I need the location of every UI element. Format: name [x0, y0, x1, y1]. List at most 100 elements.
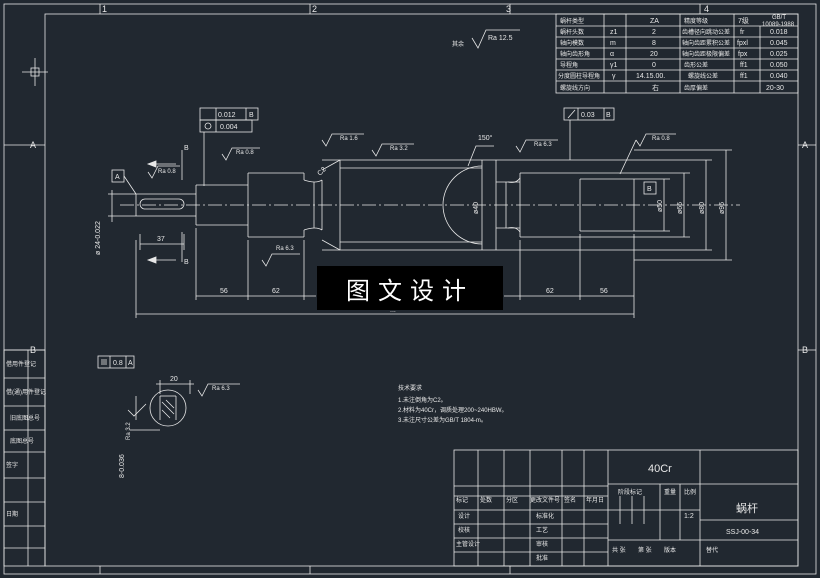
keyway-ra-32: Ra 3.2	[126, 422, 132, 440]
pt-r4c2: 0	[652, 62, 656, 69]
pt-r0c2: 精度等级	[684, 17, 708, 25]
tb-replace: 替代	[706, 546, 718, 554]
pt-r1c4: fr	[740, 29, 745, 36]
pt-r2c4: fpxl	[737, 40, 748, 47]
tb-row-design: 设计	[458, 512, 470, 520]
tb-row-check: 校核	[458, 526, 470, 534]
tech-notes: 技术要求 1.未注倒角为C2。 2.材料为40Cr，调质处理200~240HBW…	[398, 384, 508, 424]
worm-shaft	[135, 159, 635, 251]
tb-sheet-total: 共 张	[612, 546, 626, 554]
ra-08-c: Ra 0.8	[652, 136, 670, 142]
gtol-right: 0.03 B	[563, 107, 615, 160]
pt-r3c3: 轴向齿距极限偏差	[682, 50, 730, 58]
zone-2: 2	[312, 4, 317, 14]
tb-mid-approve: 批准	[536, 554, 548, 562]
tb-mid-std: 标准化	[536, 512, 554, 520]
dim-37: 37	[157, 236, 165, 243]
outer-border	[3, 3, 817, 575]
gtol-runout-datum: B	[249, 112, 254, 119]
dim-62-left: 62	[272, 288, 280, 295]
ra-63-b: Ra 6.3	[534, 142, 552, 148]
title-part-name: 蜗杆	[736, 501, 758, 515]
pt-r4c5: 0.050	[770, 62, 788, 69]
pt-r1c0: 蜗杆头数	[560, 28, 584, 36]
dia-66-label: ø66	[677, 202, 684, 214]
pt-r5c5: 0.040	[770, 73, 788, 80]
pt-r5c4: ff1	[740, 73, 748, 80]
pt-r2c0: 轴向模数	[560, 39, 584, 47]
crosshair-marker	[22, 58, 48, 86]
inner-border	[44, 13, 799, 567]
tb-ratio: 比例	[684, 488, 696, 496]
stamp-row-3: 底图总号	[10, 437, 34, 445]
dia-96-label: ø96	[719, 202, 726, 214]
tb-h-4: 签名	[564, 496, 576, 504]
pt-r2c5: 0.045	[770, 40, 788, 47]
stamp-row-4: 签字	[6, 461, 18, 469]
pt-r3c1: α	[610, 51, 614, 58]
ra-63-a: Ra 6.3	[276, 246, 294, 252]
section-arrows: B B	[146, 145, 189, 266]
pt-r1c5: 0.018	[770, 29, 788, 36]
watermark-text: 图文设计	[346, 276, 474, 305]
default-roughness: 其余 Ra 12.5	[452, 29, 520, 49]
keyway-dim-8: 8-0.036	[119, 454, 126, 478]
pt-r2c1: m	[610, 40, 616, 47]
keyway-ra-63: Ra 6.3	[212, 386, 230, 392]
pt-r6c5: 20-30	[766, 85, 784, 92]
tb-h-5: 年月日	[586, 496, 604, 504]
keyway-dim-20: 20	[170, 376, 178, 383]
note-2: 2.材料为40Cr，调质处理200~240HBW。	[398, 406, 508, 414]
pt-r5c1: γ	[612, 73, 616, 80]
angle-150-label: 150°	[478, 134, 493, 142]
pt-r0c1: ZA	[650, 18, 659, 25]
dia-80-label: ø80	[699, 202, 706, 214]
zone-4: 4	[704, 4, 709, 14]
datum-b-right: B	[643, 181, 657, 195]
gtol-runout2-value: 0.03	[581, 112, 595, 119]
stamp-row-5: 日期	[6, 510, 18, 518]
roughness-symbols: Ra 0.8 Ra 0.8 Ra 6.3 Ra 1.6 Ra 3.2 Ra 6.…	[147, 133, 676, 267]
pt-r0c3: 7级	[738, 16, 749, 25]
pt-r3c5: 0.025	[770, 51, 788, 58]
roughness-default-label: 其余	[452, 40, 464, 48]
pt-r3c0: 轴向齿形角	[560, 50, 590, 58]
ra-08-b: Ra 0.8	[236, 150, 254, 156]
left-stamp: 借用件登记 借(通)用件登记 旧底图总号 底图总号 签字 日期	[3, 349, 46, 567]
pt-r1c3: 齿槽径向跳动公差	[682, 28, 730, 36]
tb-weight: 重量	[664, 488, 676, 496]
tb-stage: 阶段标记	[618, 488, 642, 496]
title-block: 40Cr 蜗杆 SSJ-00-34 1:2 标记 处数 分区 更改文件号 签名 …	[453, 449, 799, 567]
stamp-row-2: 旧底图总号	[10, 414, 40, 422]
pt-r2c3: 轴向齿距累积公差	[682, 39, 730, 47]
note-1: 1.未注倒角为C2。	[398, 396, 447, 404]
tb-h-1: 处数	[480, 496, 492, 504]
pt-r0c0: 蜗杆类型	[560, 17, 584, 25]
title-drawing-no: SSJ-00-34	[726, 529, 759, 536]
pt-r1c1: z1	[610, 29, 618, 36]
datum-b-right-label: B	[647, 186, 652, 193]
pt-r0c5: 10089-1988	[762, 22, 795, 28]
pt-r5c2: 14.15.00.	[636, 73, 665, 80]
pt-r1c2: 2	[652, 29, 656, 36]
section-b-bottom: B	[184, 259, 189, 266]
pt-r6c0: 螺旋线方向	[560, 84, 590, 92]
tb-row-chief: 主管设计	[456, 540, 480, 548]
note-3: 3.未注尺寸公差为GB/T 1804-m。	[398, 416, 487, 424]
notes-title: 技术要求	[398, 384, 422, 392]
dim-total: ...	[390, 307, 396, 314]
dim-56-left: 56	[220, 288, 228, 295]
ra-08-a: Ra 0.8	[158, 169, 176, 175]
gtol-runout2-datum: B	[606, 112, 611, 119]
tb-sheet-no: 第 张	[638, 546, 652, 554]
pt-r4c0: 导程角	[560, 61, 578, 69]
pt-r6c2: 右	[652, 83, 659, 92]
pt-r2c2: 8	[652, 40, 656, 47]
tb-h-3: 更改文件号	[530, 496, 560, 504]
tb-mid-proc: 工艺	[536, 526, 548, 534]
gtol-cyl-value: 0.004	[220, 124, 238, 131]
title-scale: 1:2	[684, 513, 694, 520]
shaft-dia-label: ø 24-0.022	[95, 221, 102, 255]
gtol-left: 0.012 B 0.004	[199, 107, 259, 186]
